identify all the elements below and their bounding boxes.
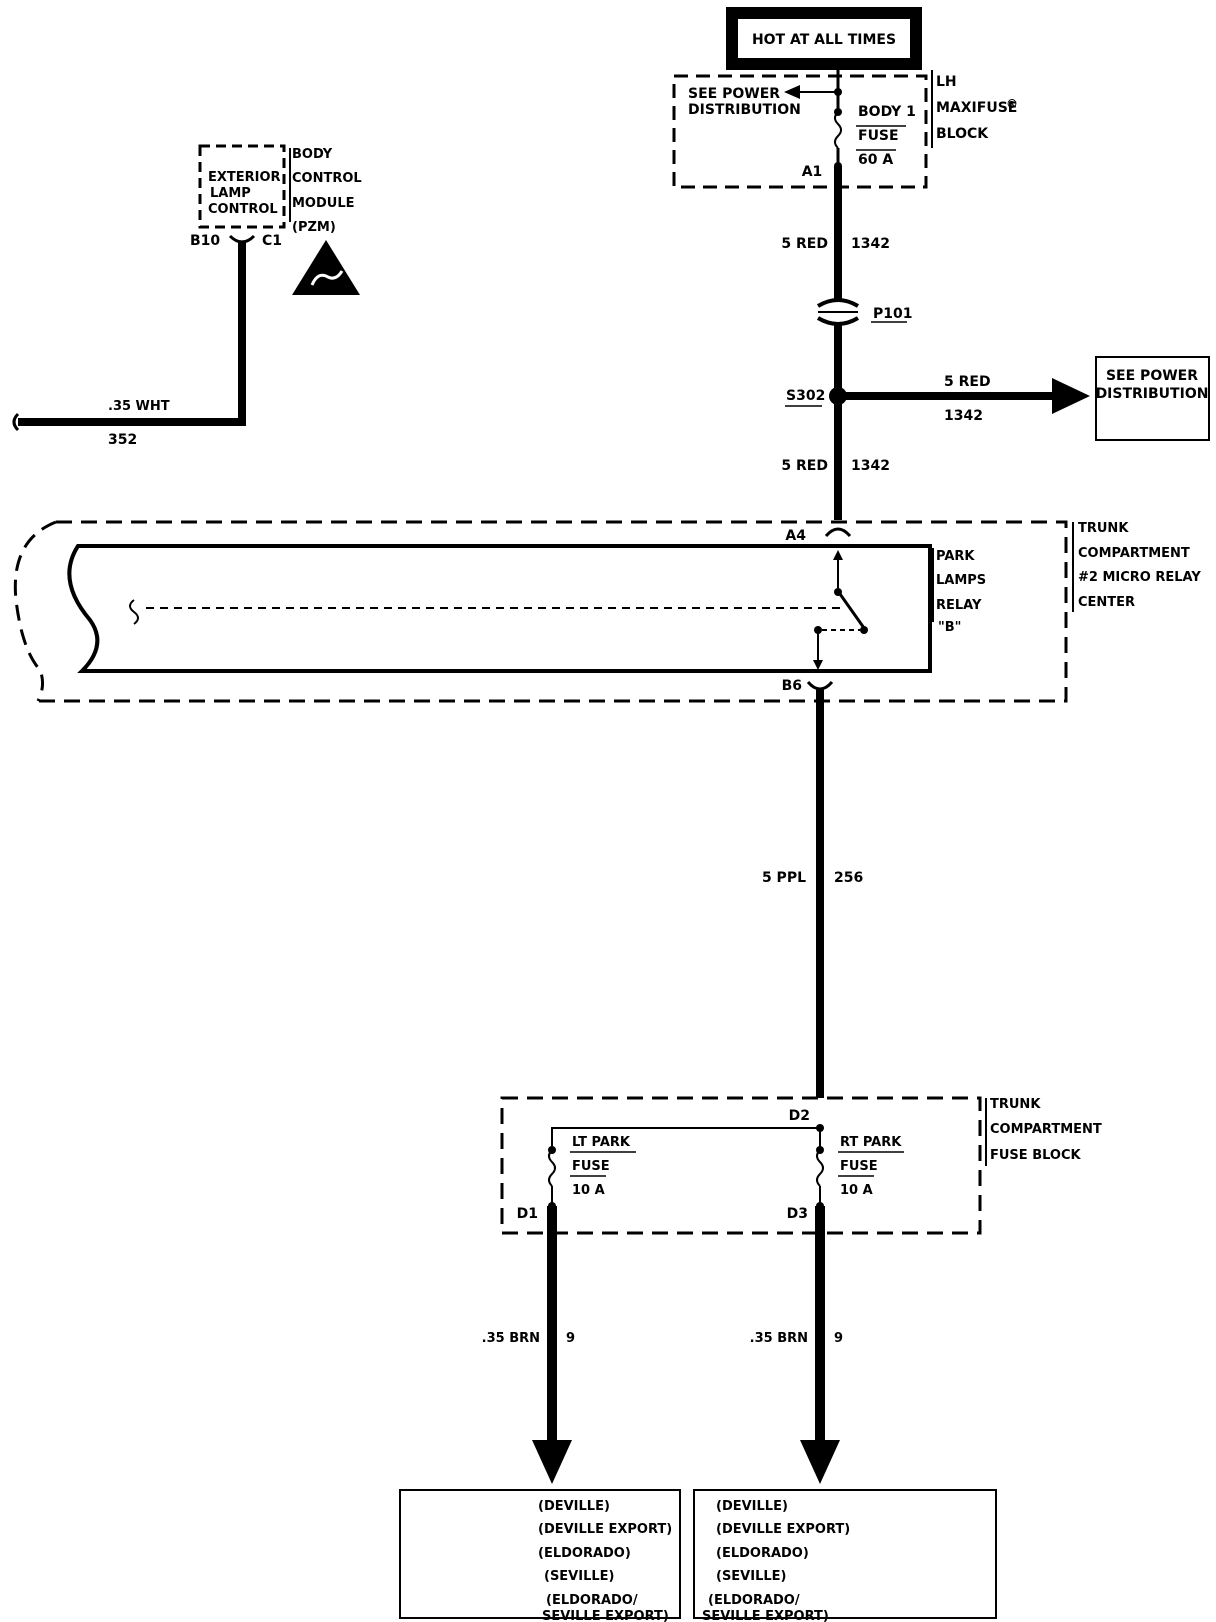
pin-d3: D3	[787, 1206, 808, 1222]
fuse-block: TRUNK COMPARTMENT FUSE BLOCK D2 LT PARK …	[500, 1096, 1102, 1235]
esd-warning-icon	[292, 240, 360, 295]
arrow-down-right-icon	[800, 1440, 840, 1484]
see-power-line-1: SEE POWER	[688, 86, 780, 102]
lt-fuse-line-1: LT PARK	[572, 1135, 631, 1150]
arrow-left-icon	[784, 85, 800, 99]
see-power-line-2: DISTRIBUTION	[688, 102, 801, 118]
wire-top-gauge: 5 RED	[781, 236, 828, 252]
wire-right-gauge: .35 BRN	[750, 1331, 808, 1346]
destination-left: (DEVILLE) (DEVILLE EXPORT) (ELDORADO) (S…	[399, 1489, 681, 1622]
bcm-title-2: CONTROL	[292, 171, 362, 186]
dest-left-1: (DEVILLE)	[538, 1499, 610, 1514]
see-power-box-line-2: DISTRIBUTION	[1096, 386, 1209, 402]
pin-a4: A4	[785, 528, 806, 544]
dest-left-4: (SEVILLE)	[544, 1569, 614, 1584]
relay-center-title-3: #2 MICRO RELAY	[1078, 570, 1201, 585]
dest-right-4: (SEVILLE)	[716, 1569, 786, 1584]
relay-label-3: RELAY	[936, 598, 982, 613]
registered-mark: ®	[1006, 97, 1018, 111]
lt-fuse-line-3: 10 A	[572, 1183, 605, 1198]
dest-right-6: SEVILLE EXPORT)	[702, 1609, 829, 1622]
connector-p101: P101	[816, 298, 912, 326]
relay-label-4: "B"	[938, 620, 961, 635]
dest-left-2: (DEVILLE EXPORT)	[538, 1522, 672, 1537]
relay-label-2: LAMPS	[936, 573, 986, 588]
wire-right-circuit: 9	[834, 1331, 843, 1346]
lt-fuse-line-2: FUSE	[572, 1159, 610, 1174]
dest-left-3: (ELDORADO)	[538, 1546, 631, 1561]
bcm-pin-b10: B10	[190, 233, 220, 249]
wire-left-circuit: 9	[566, 1331, 575, 1346]
bcm-title-4: (PZM)	[292, 220, 336, 235]
relay-center: TRUNK COMPARTMENT #2 MICRO RELAY CENTER …	[13, 520, 1201, 703]
relay-switch-icon	[838, 593, 866, 629]
arrow-right-icon	[1052, 378, 1090, 414]
relay-center-title-4: CENTER	[1078, 595, 1135, 610]
relay-label-1: PARK	[936, 549, 975, 564]
rt-park-fuse-icon	[816, 1149, 824, 1187]
maxifuse-title-2: MAXIFUSE	[936, 100, 1017, 116]
pin-a1: A1	[802, 164, 823, 180]
bcm-title-3: MODULE	[292, 196, 355, 211]
wire-256-gauge: 5 PPL	[762, 870, 806, 886]
wire-mid-circuit: 1342	[851, 458, 890, 474]
arrow-down-left-icon	[532, 1440, 572, 1484]
maxifuse-title-3: BLOCK	[936, 126, 989, 142]
fuse-icon	[834, 111, 842, 149]
lt-park-fuse-icon	[548, 1149, 556, 1187]
wire-top-circuit: 1342	[851, 236, 890, 252]
see-power-box-line-1: SEE POWER	[1106, 368, 1198, 384]
see-power-box: SEE POWER DISTRIBUTION	[1095, 356, 1210, 441]
rt-fuse-line-3: 10 A	[840, 1183, 873, 1198]
rt-fuse-line-1: RT PARK	[840, 1135, 902, 1150]
fuse-block-title-1: TRUNK	[990, 1097, 1041, 1112]
p101-label: P101	[873, 306, 912, 322]
wire-left-gauge: .35 BRN	[482, 1331, 540, 1346]
wire-352	[18, 242, 246, 426]
relay-center-title-2: COMPARTMENT	[1078, 546, 1190, 561]
fuse-line-3: 60 A	[858, 152, 893, 168]
dest-left-6: SEVILLE EXPORT)	[542, 1609, 669, 1622]
power-source-label: HOT AT ALL TIMES	[752, 32, 896, 48]
fuse-line-1: BODY 1	[858, 104, 916, 120]
dest-right-2: (DEVILLE EXPORT)	[716, 1522, 850, 1537]
bcm-inner-2: LAMP	[210, 186, 251, 201]
body-control-module: EXTERIOR LAMP CONTROL BODY CONTROL MODUL…	[190, 144, 362, 295]
dest-left-5: (ELDORADO/	[546, 1593, 638, 1608]
dest-right-3: (ELDORADO)	[716, 1546, 809, 1561]
s302-branch-gauge: 5 RED	[944, 374, 991, 390]
pin-b6: B6	[782, 678, 802, 694]
wire-352-circuit: 352	[108, 432, 137, 448]
power-source-box: HOT AT ALL TIMES	[726, 7, 922, 70]
fuse-line-2: FUSE	[858, 128, 899, 144]
s302-label: S302	[786, 388, 825, 404]
wire-352-gauge: .35 WHT	[108, 399, 170, 414]
relay-coil-icon	[129, 599, 139, 625]
dest-right-1: (DEVILLE)	[716, 1499, 788, 1514]
maxifuse-block: LH MAXIFUSE ® BLOCK SEE POWER DISTRIBUTI…	[672, 70, 1018, 189]
maxifuse-title-1: LH	[936, 74, 957, 90]
s302-branch-circuit: 1342	[944, 408, 983, 424]
rt-fuse-line-2: FUSE	[840, 1159, 878, 1174]
pin-d1: D1	[517, 1206, 538, 1222]
bcm-title-1: BODY	[292, 147, 333, 162]
bcm-inner-3: CONTROL	[208, 202, 278, 217]
wire-256-circuit: 256	[834, 870, 863, 886]
dest-right-5: (ELDORADO/	[708, 1593, 800, 1608]
destination-right: (DEVILLE) (DEVILLE EXPORT) (ELDORADO) (S…	[693, 1489, 997, 1622]
relay-center-title-1: TRUNK	[1078, 521, 1129, 536]
splice-s302: S302 5 RED 1342	[785, 374, 1090, 424]
park-lamps-relay	[67, 544, 932, 673]
fuse-block-title-3: FUSE BLOCK	[990, 1148, 1082, 1163]
wire-mid-gauge: 5 RED	[781, 458, 828, 474]
bcm-pin-c1: C1	[262, 233, 282, 249]
fuse-block-title-2: COMPARTMENT	[990, 1122, 1102, 1137]
pin-d2: D2	[789, 1108, 810, 1124]
bcm-inner-1: EXTERIOR	[208, 170, 281, 185]
